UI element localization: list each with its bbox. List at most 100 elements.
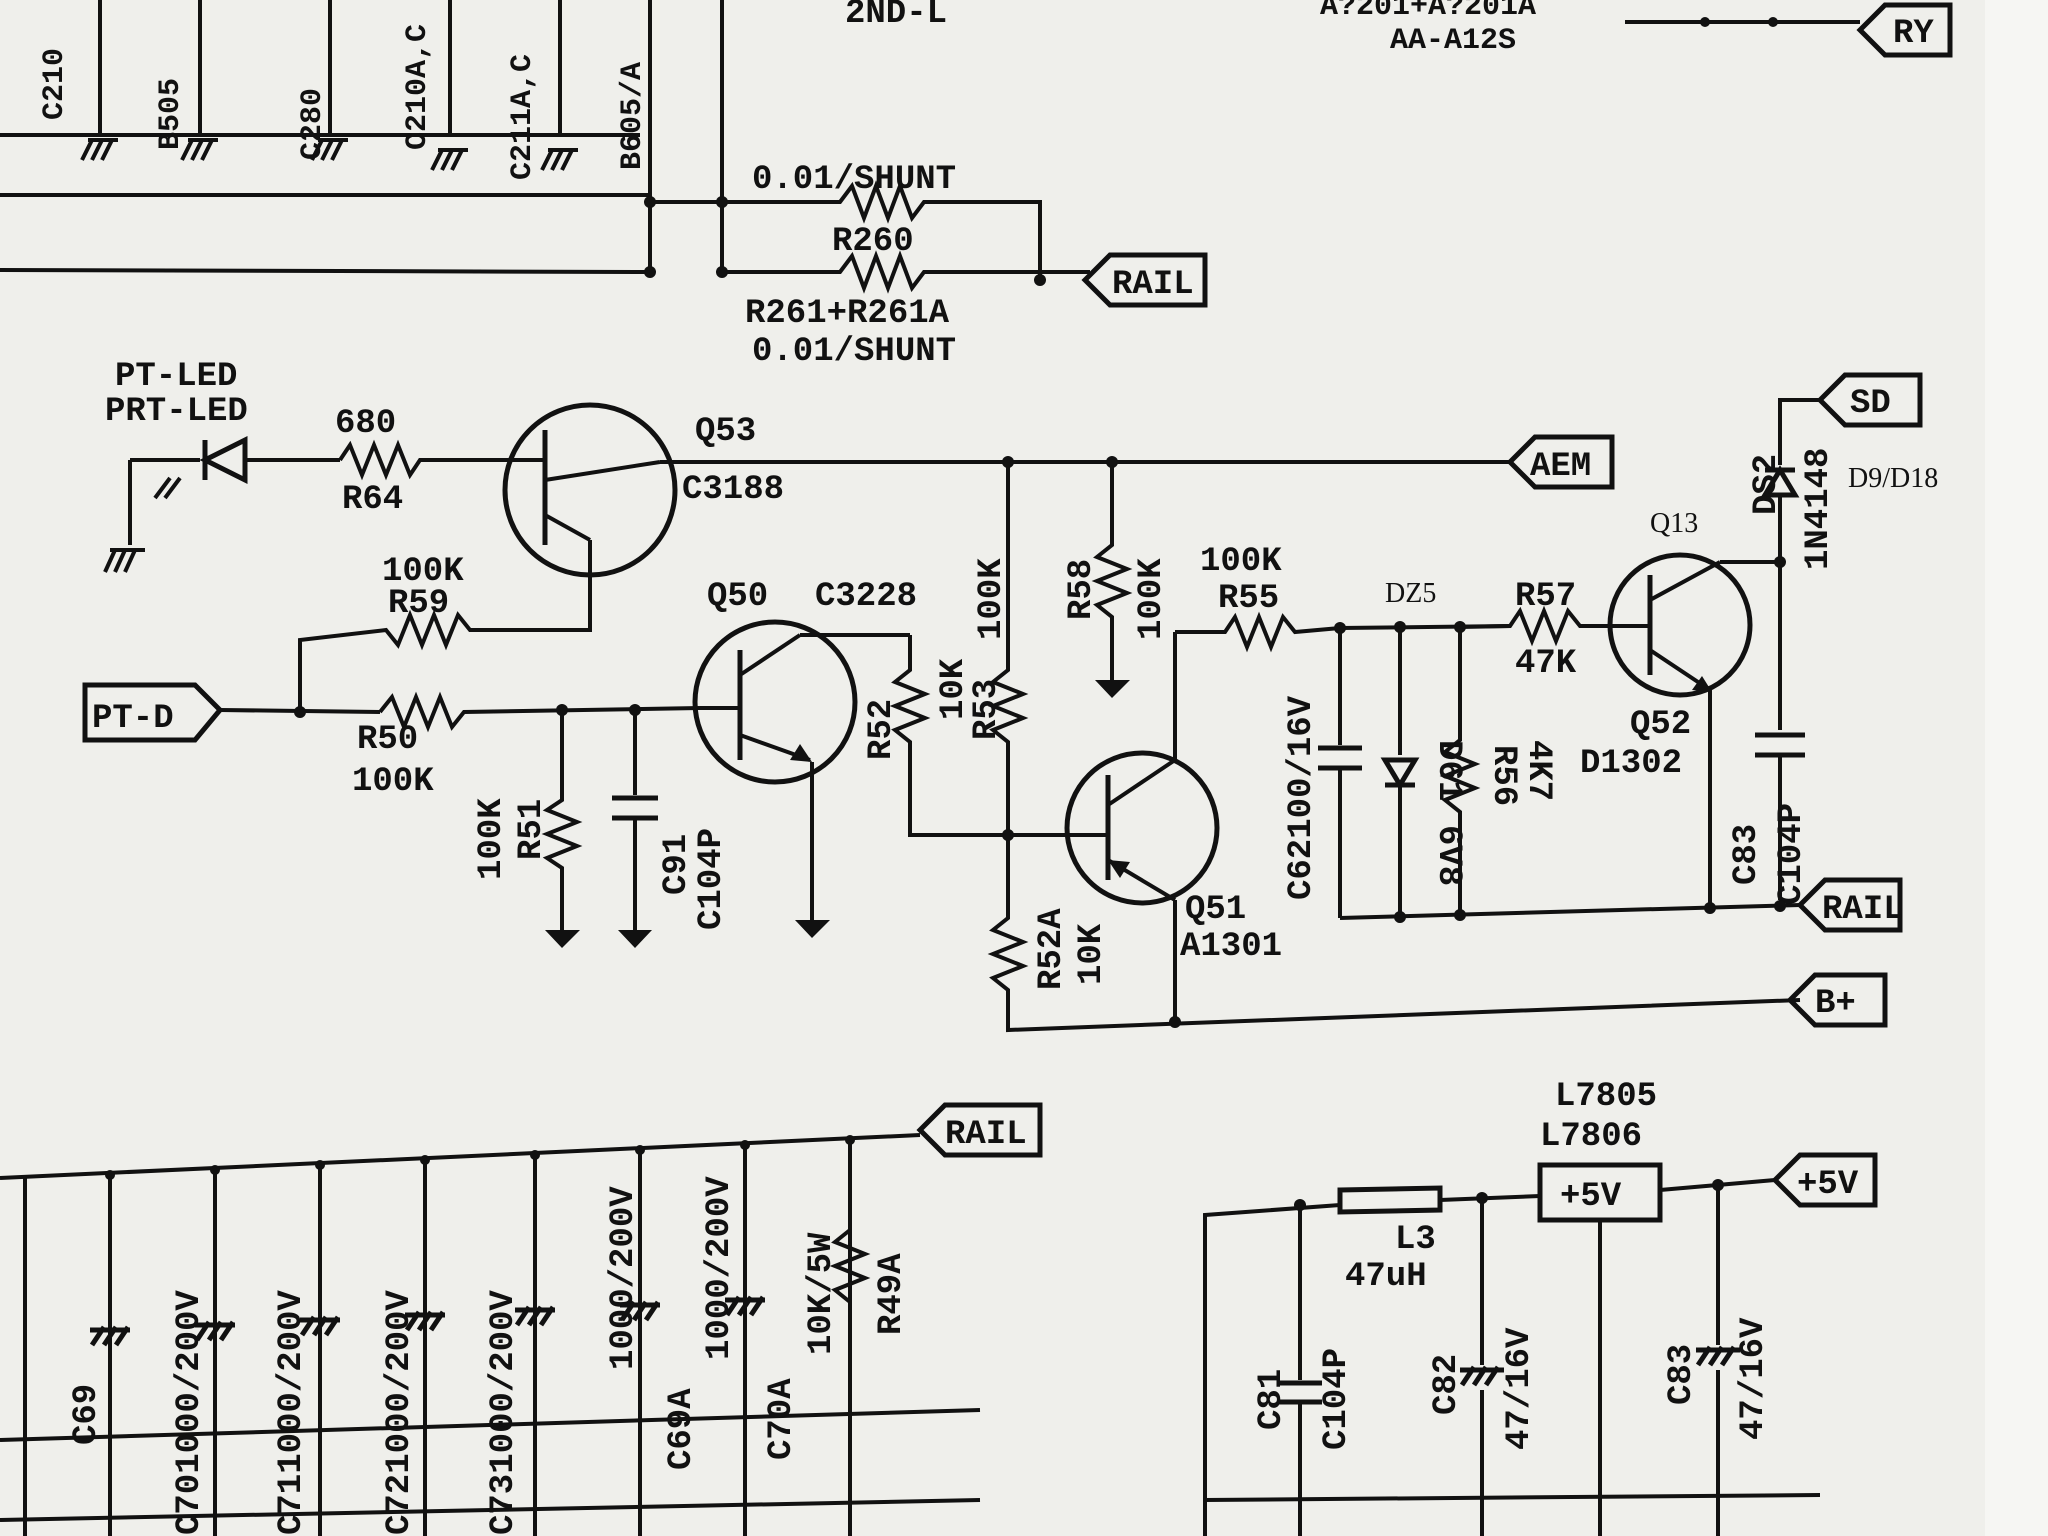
c70a-value: 1000/200V xyxy=(701,1176,739,1360)
q52-part: D1302 xyxy=(1580,745,1682,783)
l3-ref: L3 xyxy=(1395,1221,1436,1259)
resistor-r261 xyxy=(722,250,1090,294)
c73-label: C731000/200V xyxy=(485,1290,523,1535)
r56-ref: R56 xyxy=(1484,745,1522,806)
svg-text:SD: SD xyxy=(1850,385,1891,423)
regulator-section: L7805 L7806 L3 47uH +5V +5V C81 C104P C8… xyxy=(1203,1078,1878,1536)
resistor-bleeder xyxy=(829,1228,871,1304)
inductor-l3 xyxy=(1337,1185,1443,1215)
svg-text:+5V: +5V xyxy=(1560,1178,1622,1216)
junction xyxy=(1169,1016,1181,1028)
resistor-r52 xyxy=(889,635,1008,837)
ds2-part: 1N4148 xyxy=(1800,448,1838,570)
d9-d18-note: D9/D18 xyxy=(1848,463,1938,494)
c81-ref: C81 xyxy=(1253,1369,1291,1430)
shunt-value-label: 0.01/SHUNT xyxy=(752,333,956,371)
ground-symbols-top xyxy=(80,138,578,171)
resistor-r260 xyxy=(650,180,1042,280)
capacitor-c83-bottom xyxy=(1695,1345,1740,1367)
monitor-bezel xyxy=(1985,0,2048,1536)
svg-text:RAIL: RAIL xyxy=(1822,891,1904,929)
l3-value: 47uH xyxy=(1345,1258,1427,1296)
ground-icon xyxy=(545,930,580,948)
r52a-value: 10K xyxy=(1073,923,1111,985)
r52-value: 10K xyxy=(935,658,973,720)
c83-value: C104P xyxy=(1773,803,1811,905)
c91-ref: C91 xyxy=(658,834,696,895)
resistor-ref-label: AA-A12S xyxy=(1390,24,1516,58)
junction xyxy=(294,706,306,718)
junction xyxy=(1700,17,1710,27)
c72-label: C721000/200V xyxy=(381,1290,419,1535)
cap-bank-wire xyxy=(0,1498,981,1522)
junction xyxy=(1704,902,1716,914)
cap-label: B505 xyxy=(154,78,188,150)
port-rail-top: RAIL xyxy=(1081,252,1208,308)
r57-value: 47K xyxy=(1515,645,1577,683)
dz5-label: DZ5 xyxy=(1385,578,1436,609)
r53-value: 100K xyxy=(973,558,1011,640)
sd-wire xyxy=(1778,398,1820,465)
ground-icon xyxy=(795,920,830,938)
q50-ref: Q50 xyxy=(707,578,768,616)
c83-ref: C83 xyxy=(1728,824,1766,885)
c83b-value: 47/16V xyxy=(1735,1317,1773,1440)
svg-text:PT-D: PT-D xyxy=(92,700,174,738)
svg-text:AEM: AEM xyxy=(1530,448,1591,486)
c69a-value: 1000/200V xyxy=(605,1186,643,1370)
q52-ref: Q52 xyxy=(1630,706,1691,744)
c69-ref: C69 xyxy=(68,1384,106,1445)
c91-value: C104P xyxy=(693,828,731,930)
cap-label: B605/A xyxy=(616,62,650,170)
c62-label: C62100/16V xyxy=(1283,695,1321,900)
r51-ref: R51 xyxy=(513,799,551,860)
svg-text:RAIL: RAIL xyxy=(1112,266,1194,304)
schematic-diagram: C210 B505 C280 C210A,C C211A,C B605/A 2N… xyxy=(0,0,1953,1536)
monitor-screen xyxy=(0,0,1985,1536)
resistor-label-r261: R261+R261A xyxy=(745,295,950,333)
r55-ref: R55 xyxy=(1218,580,1279,618)
zener-d61 xyxy=(1380,757,1420,790)
resistor-ref-label: A?201+A?201A xyxy=(1320,0,1536,24)
capacitor-c83 xyxy=(1755,732,1805,758)
protection-circuit: PT-LED PRT-LED 680 R64 Q53 C3188 xyxy=(82,358,1938,1033)
cap-label: C210A,C xyxy=(401,24,435,150)
transistor-q50 xyxy=(692,619,910,920)
r-bleeder-value: 10K/5W xyxy=(803,1232,841,1355)
svg-text:+5V: +5V xyxy=(1797,1166,1859,1204)
q50-part: C3228 xyxy=(815,578,917,616)
port-b-plus: B+ xyxy=(1786,972,1888,1028)
r58-ref: R58 xyxy=(1063,559,1101,620)
pt-led-label: PT-LED xyxy=(115,358,237,396)
cap-bank-ground xyxy=(0,1408,981,1442)
c69a-ref: C69A xyxy=(663,1388,701,1470)
r58-value: 100K xyxy=(1133,558,1171,640)
r55-value: 100K xyxy=(1200,543,1282,581)
prt-led-label: PRT-LED xyxy=(105,393,248,431)
ds2-ref: DS2 xyxy=(1748,454,1786,515)
port-ry: RY xyxy=(1856,2,1953,58)
regulator-part: L7805 xyxy=(1555,1078,1657,1116)
c81-value: C104P xyxy=(1318,1348,1356,1450)
port-rail-bottom: RAIL xyxy=(916,1102,1043,1158)
diode-ds2 xyxy=(1760,465,1800,560)
resistor-r50 xyxy=(378,691,701,733)
resistor-r59 xyxy=(298,575,592,710)
junction xyxy=(644,266,656,278)
r56-value: 4K7 xyxy=(1519,740,1557,801)
r59-value: 100K xyxy=(382,553,464,591)
svg-text:RY: RY xyxy=(1893,15,1934,53)
port-rail-mid: RAIL xyxy=(1796,877,1904,933)
resistor-r55 xyxy=(1175,611,1341,653)
r64-label: R64 xyxy=(342,481,403,519)
port-aem: AEM xyxy=(1506,434,1615,490)
capacitor-bank: RAIL C69 C701000/200V C711000/20 xyxy=(0,1102,1043,1536)
r-bleeder-ref: R49A xyxy=(873,1253,911,1335)
q53-part: C3188 xyxy=(682,471,784,509)
cap-label: C211A,C xyxy=(506,54,540,180)
resistor-r58 xyxy=(1091,462,1133,680)
regulator-box: +5V xyxy=(1537,1162,1663,1223)
regulator-part: L7806 xyxy=(1540,1118,1642,1156)
transistor-q51 xyxy=(1008,632,1220,1020)
ground-icon xyxy=(1095,680,1130,698)
